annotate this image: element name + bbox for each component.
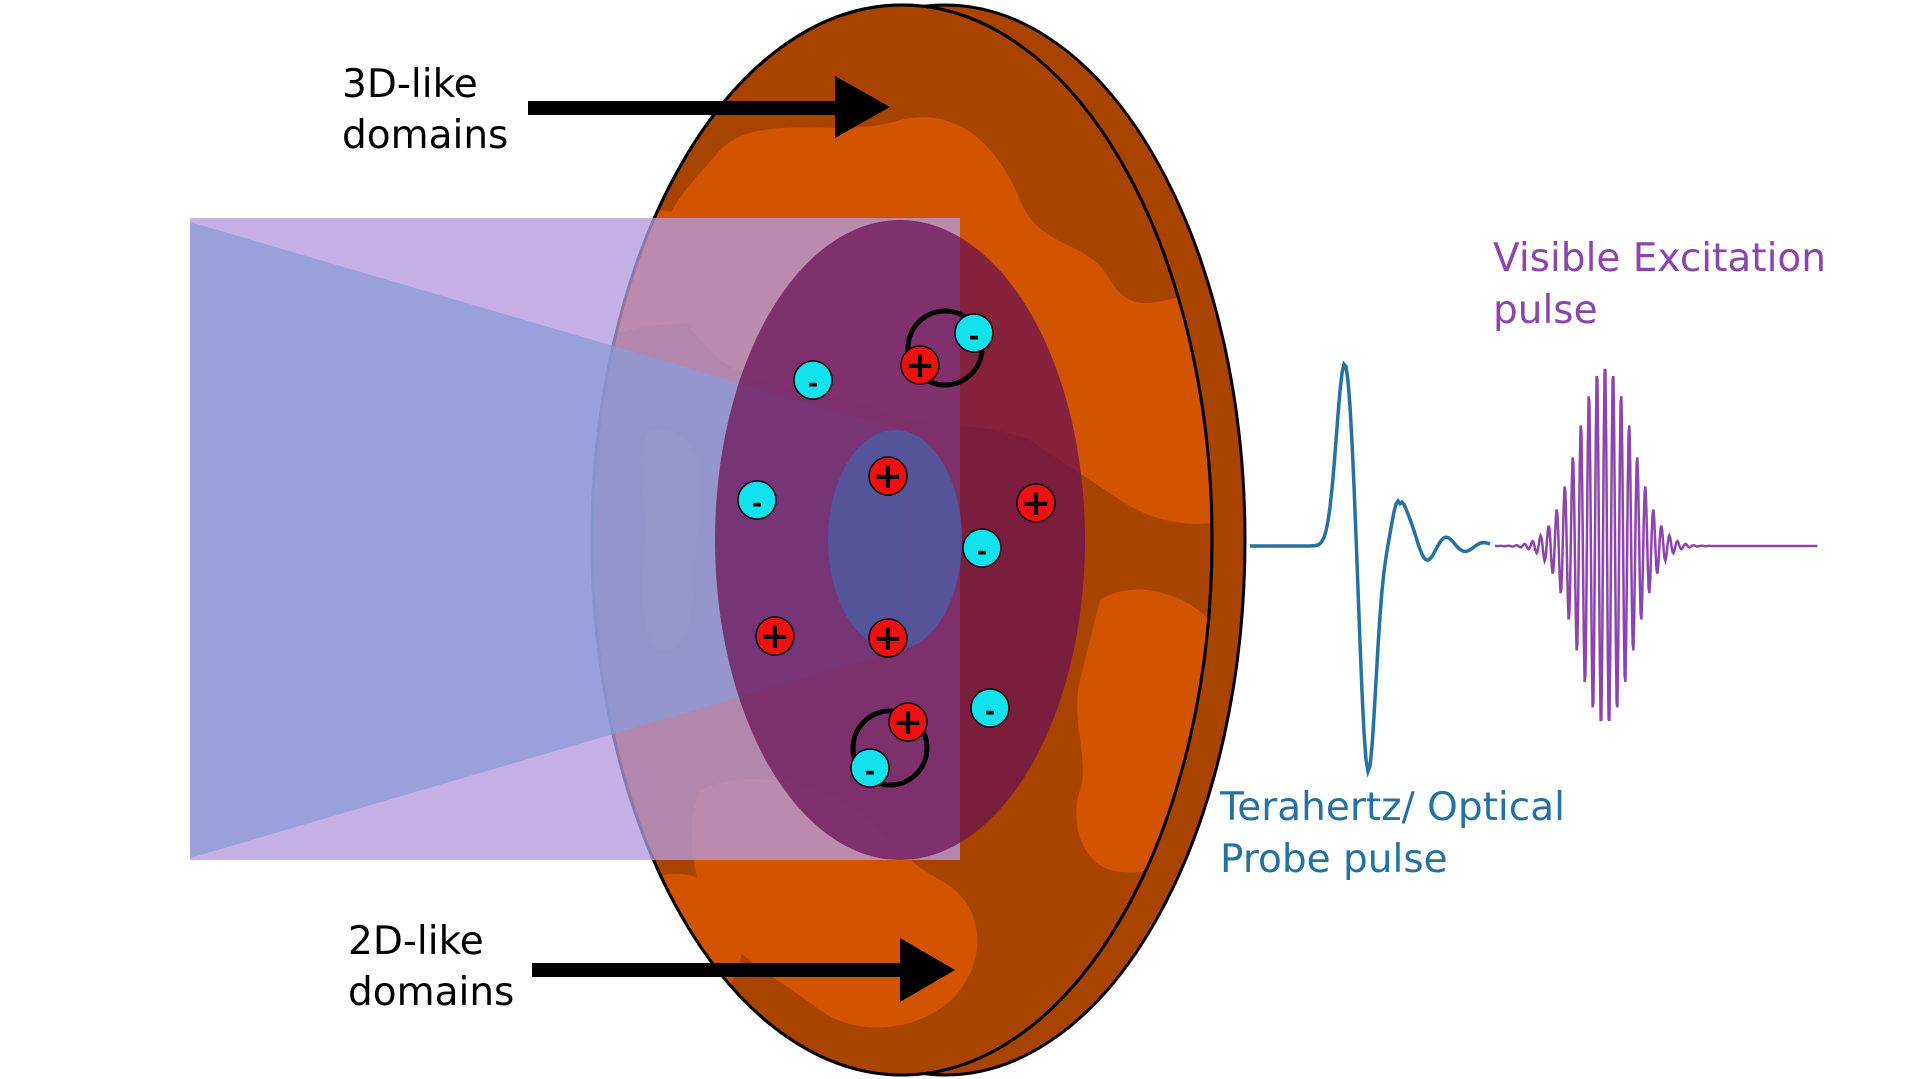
negative-charge-symbol: - <box>752 489 763 519</box>
label-3d-domains-line1: 3D-like <box>342 62 478 107</box>
beam-focus <box>828 430 962 650</box>
positive-charge-symbol: + <box>873 618 903 659</box>
label-3d-domains-line2: domains <box>342 113 508 158</box>
label-visible-pulse-line2: pulse <box>1493 288 1598 333</box>
arrow-2d-head <box>900 938 955 1002</box>
negative-charge: - <box>970 688 1010 728</box>
charges: ++++++------ <box>737 313 1056 788</box>
positive-charge: + <box>888 702 928 743</box>
positive-charge-symbol: + <box>905 345 935 386</box>
negative-charge: - <box>962 528 1002 568</box>
positive-charge: + <box>868 456 908 497</box>
negative-charge-symbol: - <box>808 369 819 399</box>
label-probe-pulse-line2: Probe pulse <box>1220 837 1448 882</box>
negative-charge: - <box>850 748 890 788</box>
label-visible-pulse-line1: Visible Excitation <box>1493 236 1826 281</box>
positive-charge: + <box>1016 483 1056 524</box>
positive-charge-symbol: + <box>893 702 923 743</box>
negative-charge: - <box>793 360 833 400</box>
label-2d-domains-line1: 2D-like <box>348 919 484 964</box>
exciton-loop-bottom <box>850 708 930 788</box>
visible-pulse-waveform <box>1495 368 1818 722</box>
label-2d-domains-line2: domains <box>348 970 514 1015</box>
negative-charge-symbol: - <box>985 697 996 727</box>
domain-arrows <box>528 76 955 1002</box>
probe-pulse-waveform <box>1250 360 1491 778</box>
negative-charge-symbol: - <box>969 322 980 352</box>
positive-charge-symbol: + <box>873 456 903 497</box>
negative-charge-symbol: - <box>977 537 988 567</box>
positive-charge-symbol: + <box>1021 483 1051 524</box>
beam-inner-cone <box>190 222 900 858</box>
label-probe-pulse-line1: Terahertz/ Optical <box>1219 785 1565 830</box>
negative-charge: - <box>737 480 777 520</box>
negative-charge: - <box>954 313 994 353</box>
excitation-beam <box>190 218 1085 860</box>
arrow-3d-head <box>835 76 890 138</box>
positive-charge: + <box>900 345 940 386</box>
positive-charge: + <box>755 616 795 657</box>
positive-charge: + <box>868 618 908 659</box>
positive-charge-symbol: + <box>760 616 790 657</box>
negative-charge-symbol: - <box>865 757 876 787</box>
